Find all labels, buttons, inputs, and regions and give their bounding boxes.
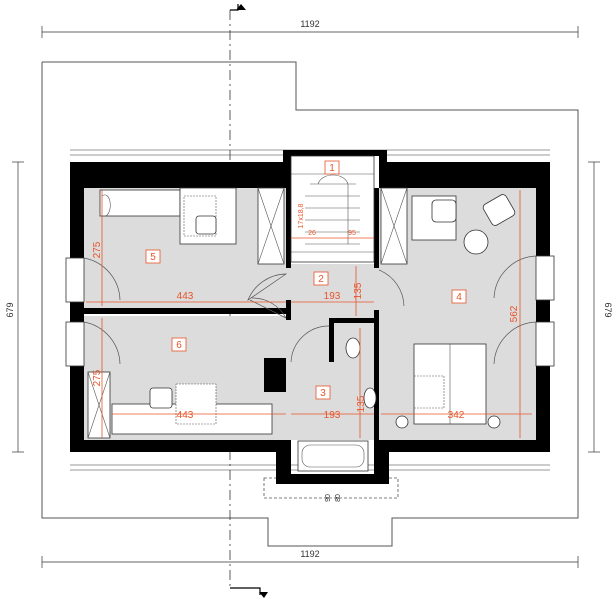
chimney: [264, 358, 286, 392]
wall: [536, 162, 550, 452]
wall: [379, 440, 550, 452]
window: [65, 321, 85, 367]
wall: [283, 150, 291, 188]
exterior-dimension-lines: [12, 26, 600, 568]
room-2-floor: [291, 264, 379, 316]
wall: [379, 162, 550, 188]
roof-outline: [41, 61, 579, 547]
room-number: 2: [318, 274, 324, 285]
stair-label: 17x18,8: [298, 203, 305, 228]
wall: [276, 474, 389, 484]
nightstand: [487, 415, 501, 429]
window-swing: [83, 321, 121, 365]
wall: [84, 308, 291, 314]
wall: [329, 318, 379, 323]
room-number-box: [313, 271, 329, 286]
wall: [70, 440, 291, 452]
armchair: [431, 199, 457, 223]
wall: [374, 188, 379, 268]
chair: [195, 215, 217, 235]
toilet: [345, 337, 361, 359]
wall: [283, 150, 387, 156]
window-swing: [83, 257, 121, 301]
room-3-floor: [291, 316, 379, 440]
sink: [363, 387, 377, 409]
table: [463, 229, 489, 255]
overall-depth-label: 679: [5, 302, 15, 317]
door-swing: [247, 273, 288, 301]
dimension-lines: [86, 190, 532, 438]
dimension-label: 342: [448, 410, 465, 421]
pillow: [413, 375, 445, 409]
wall: [70, 162, 291, 188]
dimension-label: 562: [509, 305, 520, 322]
dimension-label: 193: [324, 291, 341, 302]
wardrobe-cross: [257, 187, 285, 265]
overall-depth-label: 679: [603, 302, 612, 317]
wall: [286, 300, 291, 320]
room-number-box: [171, 337, 187, 352]
wall: [374, 440, 389, 484]
window: [535, 321, 555, 367]
room-number: 5: [150, 252, 156, 263]
wall: [374, 310, 379, 440]
room-number-box: [451, 289, 467, 304]
nightstand: [395, 415, 409, 429]
dimension-label: 135: [353, 282, 364, 299]
wardrobe-cross: [87, 371, 111, 439]
overall-width-label: 1192: [300, 19, 319, 29]
chair: [149, 387, 173, 409]
door-swing: [249, 297, 287, 319]
window-swing: [493, 321, 537, 365]
dimension-label: 443: [177, 291, 194, 302]
monitor: [183, 195, 217, 237]
dimension-label: 90: [325, 494, 332, 502]
wall: [276, 440, 291, 484]
dimension-label: 193: [324, 410, 341, 421]
wall: [379, 150, 387, 188]
bathtub-inner: [301, 444, 365, 468]
cabinet: [175, 383, 217, 425]
wall: [286, 188, 291, 268]
dimension-label: 275: [92, 369, 103, 386]
room-number-box: [145, 249, 161, 264]
overall-width-label: 1192: [300, 549, 319, 559]
room-number-box: [324, 160, 340, 175]
door-swing: [290, 325, 330, 363]
dimension-label: 443: [177, 410, 194, 421]
dimension-label: 275: [92, 241, 103, 258]
dimension-label: 95: [348, 230, 356, 237]
room-number: 4: [456, 292, 462, 303]
dimension-label: 80: [335, 494, 342, 502]
dimension-label: 135: [356, 395, 367, 412]
window-swing: [493, 255, 537, 299]
section-arrow-top-head: [236, 4, 246, 10]
wardrobe-cross: [380, 187, 408, 265]
armchair: [482, 194, 516, 226]
room-number: 1: [329, 163, 335, 174]
room-number: 6: [176, 340, 182, 351]
door-swing: [378, 269, 405, 307]
section-arrow-bottom: [230, 587, 261, 595]
room-number: 3: [320, 388, 326, 399]
window: [65, 257, 85, 303]
room-number-box: [315, 385, 331, 400]
pillow: [101, 194, 111, 217]
section-arrow-bottom-head: [259, 592, 268, 598]
wall: [329, 318, 334, 362]
window: [535, 255, 555, 301]
dimension-label: 26: [308, 230, 316, 237]
bed: [99, 189, 181, 217]
wall: [70, 162, 84, 452]
